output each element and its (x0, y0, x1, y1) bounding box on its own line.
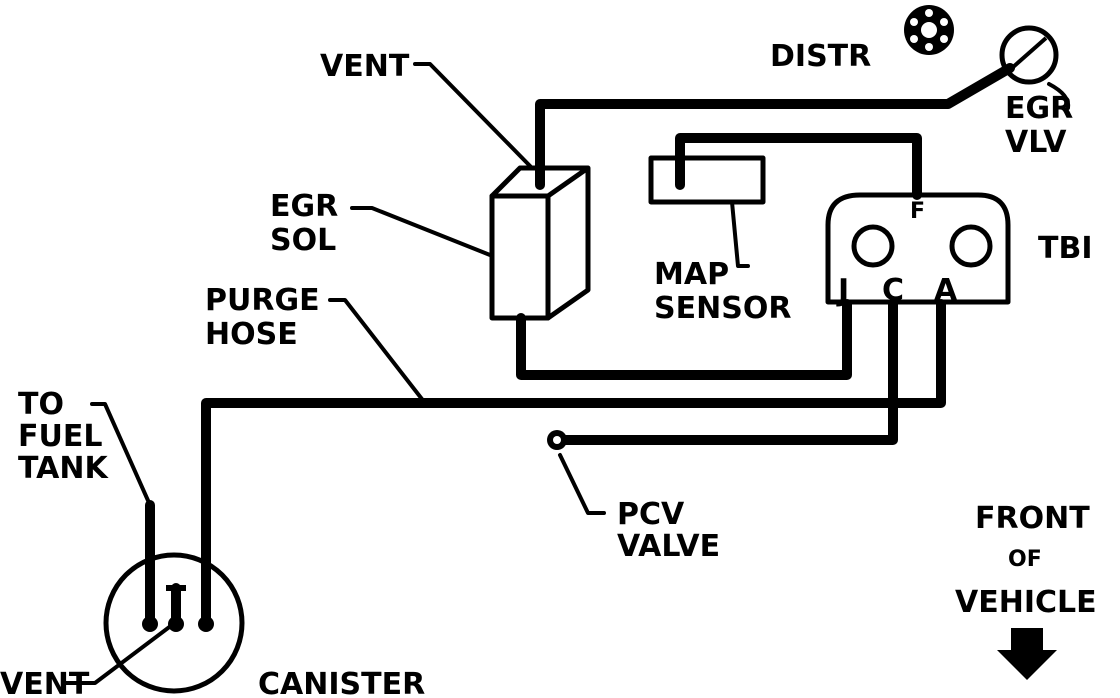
pcv-hose (555, 299, 898, 445)
front-of-vehicle-label-line3: VEHICLE (955, 585, 1097, 620)
purge-hose (201, 299, 946, 627)
front-of-vehicle-label-line2: OF (1008, 547, 1042, 572)
map-sensor-label-line2: SENSOR (654, 291, 791, 326)
front-of-vehicle-label-line1: FRONT (975, 501, 1090, 536)
egr-vacuum-hose (535, 63, 1015, 190)
labels: VENT DISTR EGR VLV EGR SOL MAP SENSOR TB… (0, 39, 1097, 698)
to-fuel-tank-label-line3: TANK (18, 451, 109, 486)
egr-solenoid (489, 165, 591, 321)
port-j-label: J (836, 273, 849, 308)
arrow-down-icon (997, 628, 1057, 680)
tbi-bore-left (851, 224, 895, 268)
vent-label-top: VENT (320, 49, 410, 84)
pcv-valve-label-line2: VALVE (617, 529, 720, 564)
map-sensor-label-line1: MAP (654, 257, 729, 292)
egr-vlv-label-line1: EGR (1005, 91, 1073, 126)
vent-label-bottom: VENT (0, 667, 90, 698)
canister-label: CANISTER (258, 667, 425, 698)
distr-label: DISTR (770, 39, 871, 74)
pcv-valve-label-line1: PCV (617, 497, 685, 532)
tbi-unit (825, 192, 1011, 305)
distributor (904, 5, 954, 55)
tbi-label: TBI (1038, 231, 1093, 266)
purge-hose-label-line2: HOSE (205, 317, 298, 352)
port-c-label: C (882, 273, 904, 308)
purge-hose-label-line1: PURGE (205, 283, 320, 318)
egr-vlv-label-line2: VLV (1005, 125, 1067, 160)
egr-sol-to-port-j-hose (516, 299, 852, 380)
port-f-label: F (910, 199, 925, 224)
map-sensor (648, 155, 766, 205)
port-a-label: A (934, 273, 958, 308)
vacuum-hoses (145, 63, 1015, 627)
leader-lines (63, 62, 1071, 685)
to-fuel-tank-label-line1: TO (18, 387, 64, 422)
map-sensor-hose (675, 133, 922, 200)
egr-sol-label-line1: EGR (270, 189, 338, 224)
tbi-bore-right (949, 224, 993, 268)
egr-sol-label-line2: SOL (270, 223, 336, 258)
egr-valve (999, 25, 1059, 85)
to-fuel-tank-label-line2: FUEL (18, 419, 102, 454)
pcv-valve (547, 430, 567, 450)
